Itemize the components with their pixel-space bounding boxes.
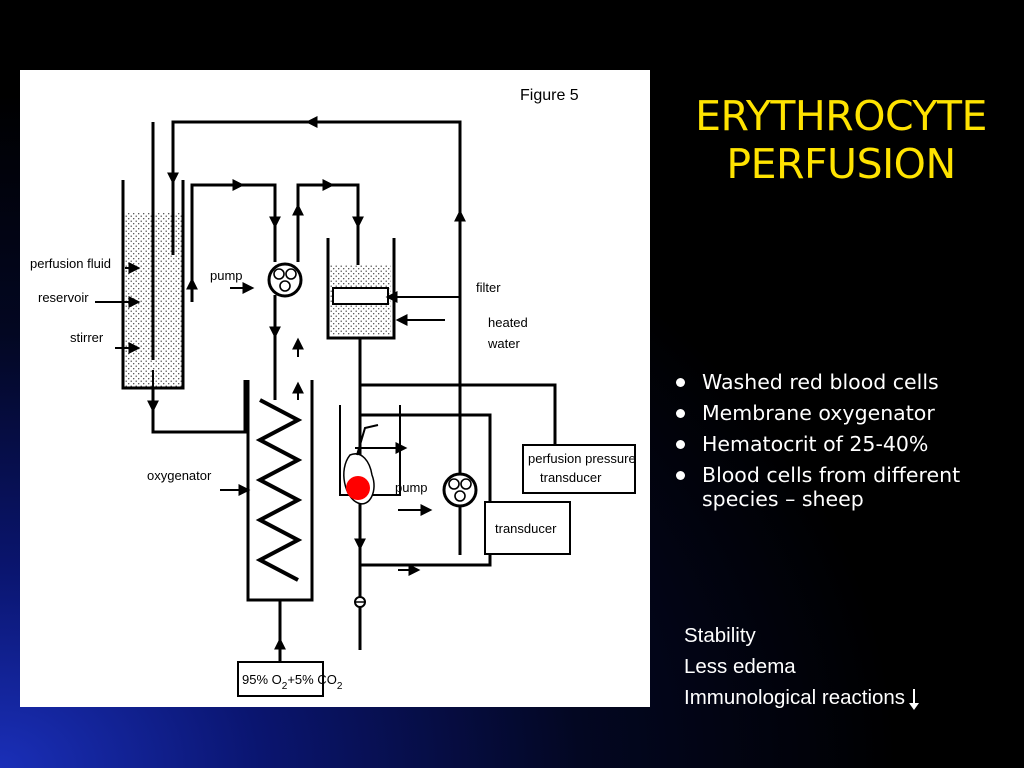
label-pressure-line1: perfusion pressure [528, 451, 636, 466]
pressure-transducer-box [522, 444, 636, 494]
slide-title: ERYTHROCYTE PERFUSION [662, 92, 1020, 188]
label-heated: heated [488, 315, 528, 330]
label-oxygenator: oxygenator [147, 468, 212, 483]
label-pump-top: pump [210, 268, 243, 283]
bullet-dot-icon [676, 440, 685, 449]
diagram-figure: Figure 5 [20, 70, 650, 707]
note-immunological: Immunological reactions [684, 682, 920, 713]
label-perfusion-fluid: perfusion fluid [30, 256, 111, 271]
label-filter: filter [476, 280, 501, 295]
bullet-item: Blood cells from different species – she… [676, 463, 1021, 511]
label-transducer: transducer [495, 521, 557, 536]
bullet-item: Washed red blood cells [676, 370, 1021, 394]
bullet-item: Membrane oxygenator [676, 401, 1021, 425]
arrow-down-icon [909, 689, 920, 710]
notes-list: Stability Less edema Immunological react… [684, 620, 920, 713]
oxygenator-coil [255, 398, 303, 582]
bullet-dot-icon [676, 409, 685, 418]
label-pump-bottom: pump [395, 480, 428, 495]
transducer-box [484, 501, 571, 555]
figure-caption: Figure 5 [520, 87, 579, 104]
perfusion-apparatus-diagram: Figure 5 [30, 87, 636, 697]
bullet-item: Hematocrit of 25-40% [676, 432, 1021, 456]
filter-element [332, 287, 389, 305]
bullet-dot-icon [676, 378, 685, 387]
gas-mixture-box [237, 661, 324, 697]
title-line-1: ERYTHROCYTE [695, 92, 987, 140]
bullet-dot-icon [676, 471, 685, 480]
label-water: water [487, 336, 520, 351]
label-stirrer: stirrer [70, 330, 104, 345]
title-line-2: PERFUSION [726, 140, 956, 188]
note-edema: Less edema [684, 655, 796, 678]
note-stability: Stability [684, 624, 756, 647]
label-pressure-line2: transducer [540, 470, 602, 485]
label-reservoir: reservoir [38, 290, 89, 305]
label-gas-mixture: 95% O2+5% CO2 [242, 672, 343, 692]
bullet-list: Washed red blood cells Membrane oxygenat… [676, 370, 1021, 518]
organ-red [346, 476, 370, 500]
